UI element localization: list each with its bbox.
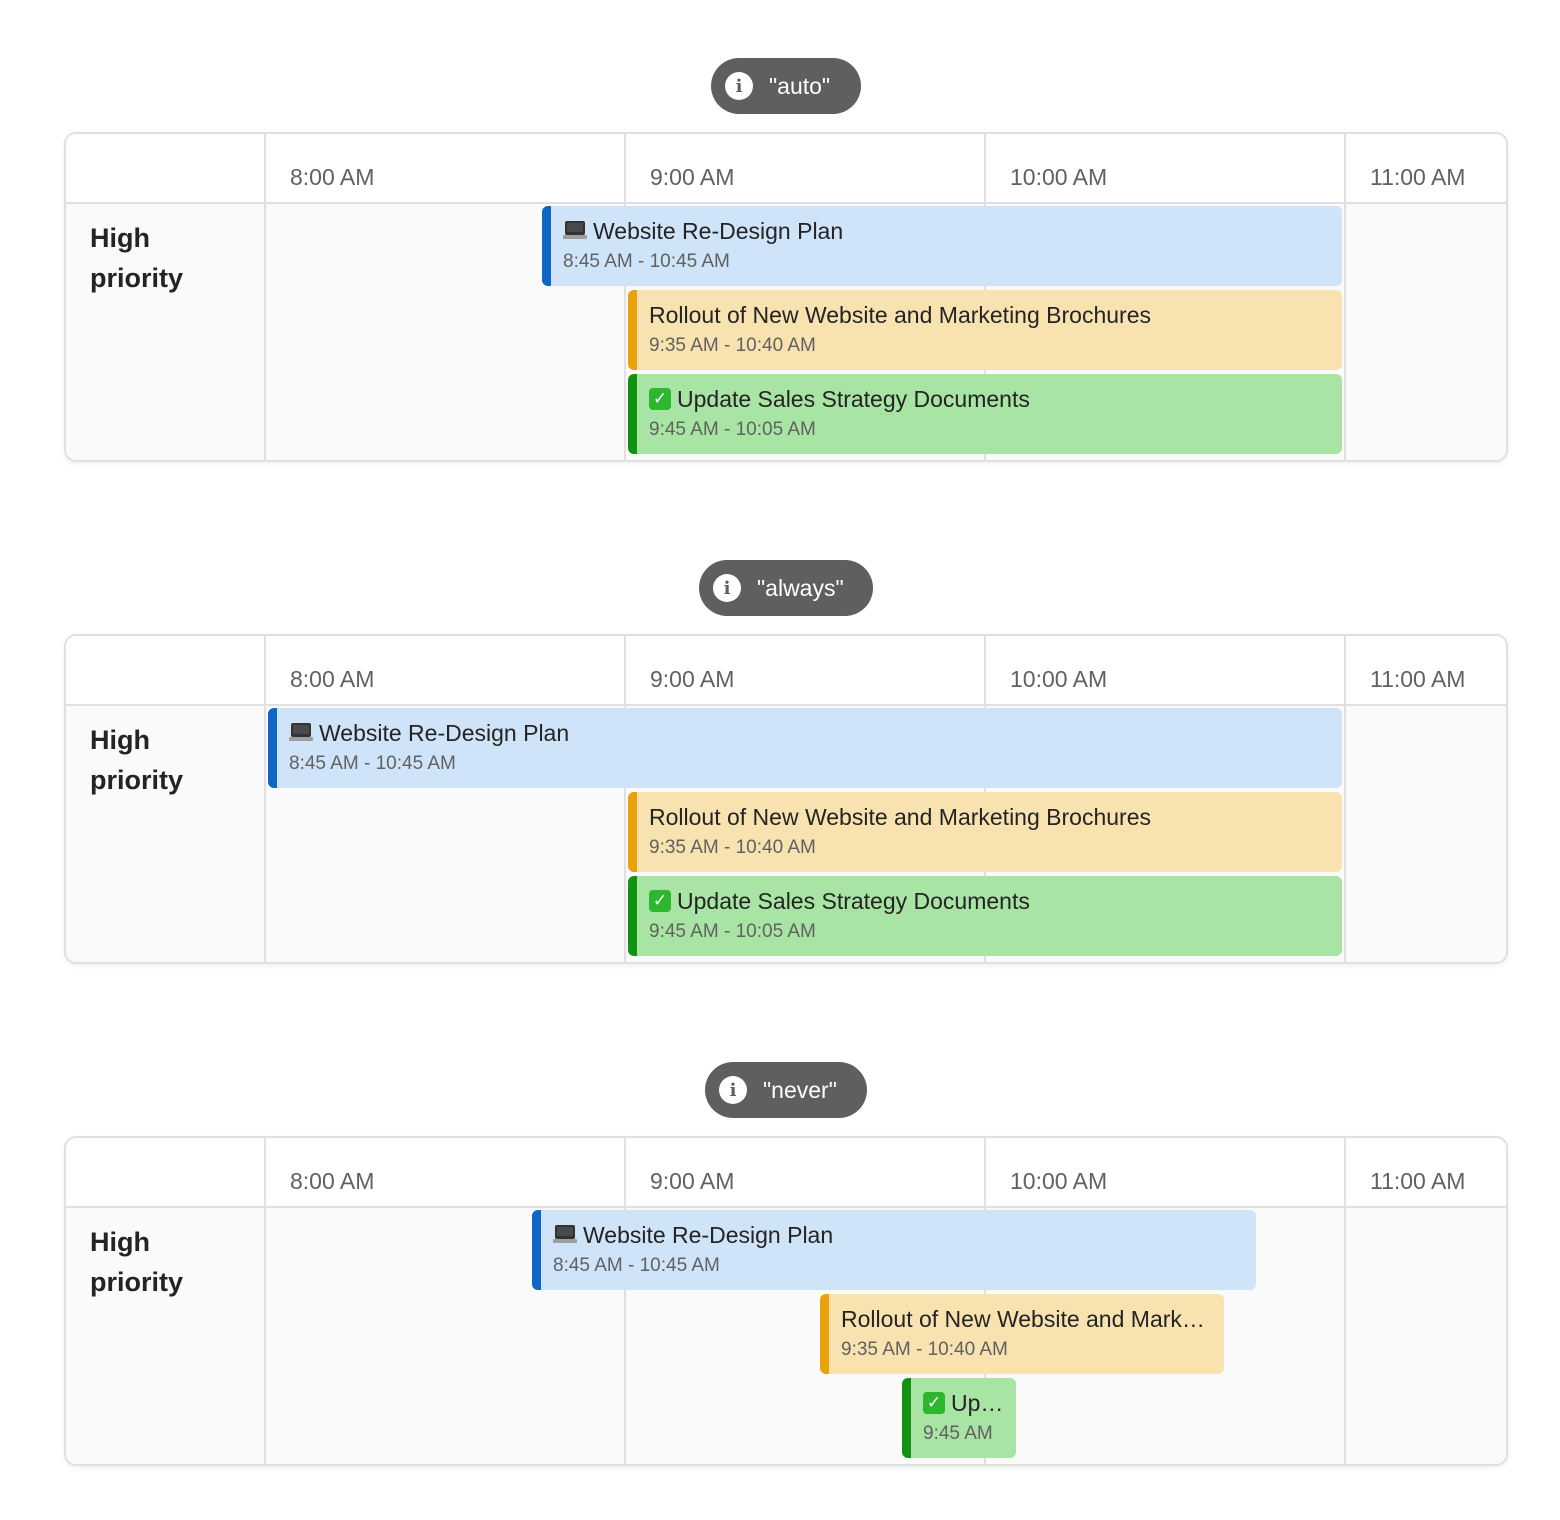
event-time: 8:45 AM - 10:45 AM: [289, 753, 456, 774]
hour-header: 8:00 AM: [264, 636, 624, 704]
event-update-sales[interactable]: ✓ Update Sales Strategy Documents 9:45 AM…: [628, 876, 1342, 956]
event-title: Website Re-Design Plan: [583, 1222, 834, 1248]
event-time: 9:35 AM - 10:40 AM: [649, 335, 816, 356]
mode-badge: i "never": [705, 1062, 867, 1118]
info-icon: i: [725, 72, 753, 100]
grid-line: [624, 202, 626, 460]
hour-header: 9:00 AM: [624, 1138, 984, 1206]
event-update-sales[interactable]: ✓ Update Sales Strategy Documents 9:45 AM: [902, 1378, 1016, 1458]
event-rollout[interactable]: Rollout of New Website and Marketing Bro…: [820, 1294, 1224, 1374]
event-website-redesign[interactable]: Website Re-Design Plan 8:45 AM - 10:45 A…: [532, 1210, 1256, 1290]
hour-header: 10:00 AM: [984, 636, 1344, 704]
grid-line: [1344, 202, 1346, 460]
timeline-header: 8:00 AM 9:00 AM 10:00 AM 11:00 AM: [66, 134, 1506, 204]
event-time: 9:35 AM - 10:40 AM: [841, 1339, 1008, 1360]
grid-line: [264, 1206, 266, 1464]
event-update-sales[interactable]: ✓ Update Sales Strategy Documents 9:45 AM…: [628, 374, 1342, 454]
timeline: 8:00 AM 9:00 AM 10:00 AM 11:00 AM High p…: [64, 132, 1508, 462]
check-icon: ✓: [649, 890, 671, 912]
hour-header: 9:00 AM: [624, 134, 984, 202]
event-website-redesign[interactable]: Website Re-Design Plan 8:45 AM - 10:45 A…: [542, 206, 1342, 286]
event-title: Update Sales Strategy Documents: [677, 888, 1030, 914]
timeline-header: 8:00 AM 9:00 AM 10:00 AM 11:00 AM: [66, 636, 1506, 706]
laptop-icon: [563, 221, 587, 241]
row-label: High priority: [90, 223, 184, 293]
timeline-header: 8:00 AM 9:00 AM 10:00 AM 11:00 AM: [66, 1138, 1506, 1208]
event-title: Update Sales Strategy Documents: [677, 386, 1030, 412]
hour-header: 8:00 AM: [264, 1138, 624, 1206]
event-title: Rollout of New Website and Marketing Bro…: [841, 1306, 1212, 1332]
grid-line: [264, 202, 266, 460]
event-title: Website Re-Design Plan: [593, 218, 844, 244]
check-icon: ✓: [649, 388, 671, 410]
grid-line: [264, 704, 266, 962]
row-label: High priority: [90, 1227, 184, 1297]
info-icon: i: [713, 574, 741, 602]
mode-label: "always": [757, 574, 844, 601]
timeline: 8:00 AM 9:00 AM 10:00 AM 11:00 AM High p…: [64, 634, 1508, 964]
event-title: Update Sales Strategy Documents: [951, 1390, 1004, 1416]
hour-header: 11:00 AM: [1344, 636, 1506, 704]
hour-header: 11:00 AM: [1344, 134, 1506, 202]
hour-header: 9:00 AM: [624, 636, 984, 704]
event-time: 8:45 AM - 10:45 AM: [553, 1255, 720, 1276]
grid-line: [1344, 704, 1346, 962]
hour-header: 11:00 AM: [1344, 1138, 1506, 1206]
row-label: High priority: [90, 725, 184, 795]
event-website-redesign[interactable]: Website Re-Design Plan 8:45 AM - 10:45 A…: [268, 708, 1342, 788]
grid-line: [1344, 1206, 1346, 1464]
laptop-icon: [553, 1225, 577, 1245]
event-rollout[interactable]: Rollout of New Website and Marketing Bro…: [628, 792, 1342, 872]
event-time: 9:45 AM - 10:05 AM: [649, 921, 816, 942]
mode-badge: i "always": [699, 560, 873, 616]
check-icon: ✓: [923, 1392, 945, 1414]
grid-line: [624, 704, 626, 962]
hour-header: 8:00 AM: [264, 134, 624, 202]
mode-label: "never": [763, 1076, 837, 1103]
event-rollout[interactable]: Rollout of New Website and Marketing Bro…: [628, 290, 1342, 370]
timeline: 8:00 AM 9:00 AM 10:00 AM 11:00 AM High p…: [64, 1136, 1508, 1466]
event-time: 8:45 AM - 10:45 AM: [563, 251, 730, 272]
info-icon: i: [719, 1076, 747, 1104]
event-title: Rollout of New Website and Marketing Bro…: [649, 302, 1151, 328]
grid-line: [624, 1206, 626, 1464]
hour-header: 10:00 AM: [984, 1138, 1344, 1206]
timeline-section-always: i "always" 8:00 AM 9:00 AM 10:00 AM 11:0…: [0, 560, 1560, 980]
mode-badge: i "auto": [711, 58, 861, 114]
timeline-section-never: i "never" 8:00 AM 9:00 AM 10:00 AM 11:00…: [0, 1062, 1560, 1482]
event-time: 9:45 AM: [923, 1423, 993, 1444]
event-time: 9:35 AM - 10:40 AM: [649, 837, 816, 858]
mode-label: "auto": [769, 72, 831, 99]
laptop-icon: [289, 723, 313, 743]
timeline-section-auto: i "auto" 8:00 AM 9:00 AM 10:00 AM 11:00 …: [0, 58, 1560, 478]
event-title: Website Re-Design Plan: [319, 720, 570, 746]
event-time: 9:45 AM - 10:05 AM: [649, 419, 816, 440]
hour-header: 10:00 AM: [984, 134, 1344, 202]
event-title: Rollout of New Website and Marketing Bro…: [649, 804, 1151, 830]
